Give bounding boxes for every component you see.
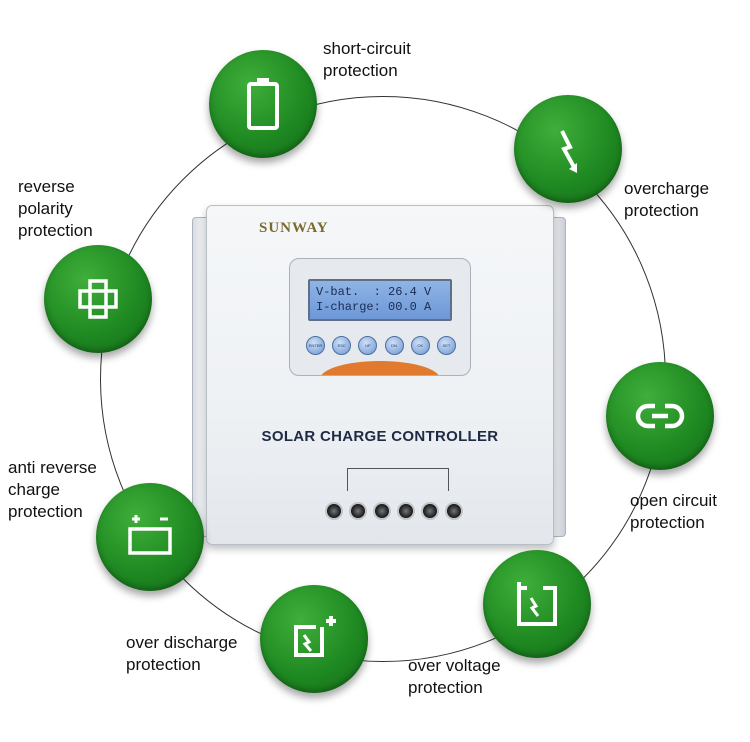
keypad: ENTER ESC UP DN OK SET (306, 336, 456, 355)
controller-body: SUNWAY V-bat. : 26.4 V I-charge: 00.0 A … (206, 205, 554, 545)
lcd-display: V-bat. : 26.4 V I-charge: 00.0 A (308, 279, 452, 321)
open-circuit-label: open circuit protection (630, 490, 717, 534)
terminal (373, 502, 391, 520)
key-button: SET (436, 336, 456, 355)
key-button: OK (410, 336, 430, 355)
key-button: ESC (332, 336, 352, 355)
label-line: short-circuit (323, 39, 411, 58)
overcharge-label: overcharge protection (624, 178, 709, 222)
over-voltage-badge (483, 550, 591, 658)
discharge-box-icon (294, 616, 336, 657)
overcharge-badge (514, 95, 622, 203)
lcd-line-1: V-bat. : 26.4 V (316, 285, 432, 299)
reverse-polarity-label: reverse polarity protection (18, 176, 93, 242)
label-line: protection (408, 678, 483, 697)
label-line: charge (8, 480, 60, 499)
reverse-polarity-badge (44, 245, 152, 353)
anti-reverse-label: anti reverse charge protection (8, 457, 97, 523)
label-line: protection (323, 61, 398, 80)
short-circuit-label: short-circuit protection (323, 38, 411, 82)
label-line: open circuit (630, 491, 717, 510)
over-discharge-label: over discharge protection (126, 632, 238, 676)
solar-charge-controller: SUNWAY V-bat. : 26.4 V I-charge: 00.0 A … (192, 205, 566, 555)
brand-logo: SUNWAY (259, 220, 329, 236)
lightning-icon (560, 130, 577, 173)
short-circuit-badge (209, 50, 317, 158)
device-title: SOLAR CHARGE CONTROLLER (261, 428, 499, 445)
terminal-block (325, 502, 463, 520)
label-line: reverse (18, 177, 75, 196)
battery-terminals-icon (128, 515, 172, 555)
label-line: protection (624, 201, 699, 220)
label-line: over voltage (408, 656, 501, 675)
wiring-diagram (347, 468, 449, 491)
anti-reverse-badge (96, 483, 204, 591)
voltage-box-icon (517, 582, 557, 626)
battery-icon (247, 78, 279, 130)
label-line: protection (126, 655, 201, 674)
terminal (445, 502, 463, 520)
key-button: ENTER (306, 336, 325, 355)
key-button: UP (358, 336, 378, 355)
key-button: DN (384, 336, 404, 355)
terminal (325, 502, 343, 520)
lcd-line-2: I-charge: 00.0 A (316, 300, 432, 314)
broken-link-icon (635, 403, 685, 429)
cross-icon (78, 279, 118, 319)
label-line: overcharge (624, 179, 710, 198)
panel-orange-accent (320, 361, 440, 375)
over-voltage-label: over voltage protection (408, 655, 501, 699)
label-line: protection (630, 513, 705, 532)
terminal (421, 502, 439, 520)
label-line: polarity (18, 199, 73, 218)
control-panel: V-bat. : 26.4 V I-charge: 00.0 A ENTER E… (289, 258, 471, 376)
open-circuit-badge (606, 362, 714, 470)
label-line: protection (8, 502, 83, 521)
label-line: over discharge (126, 633, 238, 652)
terminal (397, 502, 415, 520)
label-line: anti reverse (8, 458, 97, 477)
terminal (349, 502, 367, 520)
over-discharge-badge (260, 585, 368, 693)
label-line: protection (18, 221, 93, 240)
